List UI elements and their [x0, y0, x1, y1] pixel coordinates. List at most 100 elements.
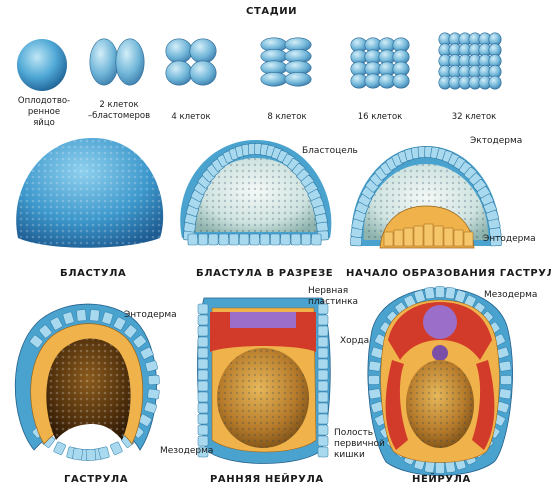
blastomere — [392, 73, 410, 89]
stage-label-gastrula: ГАСТРУЛА — [64, 474, 129, 485]
blastula — [16, 138, 164, 248]
cell — [300, 233, 312, 246]
cell — [489, 236, 502, 247]
cell — [85, 449, 96, 461]
label-entoderm-gastrula: Энтодерма — [124, 310, 177, 320]
cell — [368, 388, 381, 400]
cell — [249, 233, 260, 246]
blastula-section — [180, 140, 332, 246]
cell — [147, 388, 160, 400]
label-chord: Хорда — [340, 336, 370, 346]
entoderm-cell — [433, 225, 444, 247]
entoderm-cell — [423, 223, 434, 247]
cell — [270, 233, 281, 246]
cell — [197, 380, 209, 392]
cleavage-label-4: 4 клеток — [171, 112, 211, 122]
chord — [432, 345, 448, 361]
early-neurula — [197, 297, 331, 464]
cell — [147, 374, 160, 386]
cleavage-stage-2 — [89, 38, 145, 86]
cell — [311, 233, 322, 246]
cell — [317, 424, 329, 436]
cell — [197, 358, 209, 370]
cell — [140, 346, 154, 360]
gut-texture — [217, 348, 309, 448]
cell — [499, 360, 512, 372]
cell — [413, 289, 426, 303]
cell — [290, 233, 301, 246]
cell — [123, 324, 138, 339]
cell — [98, 446, 110, 460]
entoderm-cell — [443, 227, 454, 247]
cell — [101, 311, 114, 325]
blastomere — [115, 38, 145, 86]
cell — [317, 303, 329, 315]
gastrulation-start — [350, 146, 502, 249]
stage-label-blastula-section: БЛАСТУЛА В РАЗРЕЗЕ — [196, 268, 334, 279]
cell — [317, 402, 329, 414]
blastomere — [189, 38, 217, 64]
entoderm-cell — [453, 229, 464, 247]
label-gut-cavity: Полость первичной кишки — [334, 428, 385, 460]
mesoderm-left — [385, 360, 408, 450]
cell — [317, 314, 329, 326]
cell — [259, 233, 270, 246]
neurula — [367, 286, 513, 476]
label-blastocoel: Бластоцель — [302, 146, 358, 156]
cell — [132, 334, 147, 349]
cell — [317, 380, 329, 392]
cell — [368, 375, 380, 385]
cell — [239, 233, 250, 246]
cell — [197, 325, 209, 337]
gut-texture — [406, 360, 474, 448]
cell — [317, 369, 329, 381]
cell — [197, 435, 209, 447]
cleavage-label-2: 2 клеток –бластомеров — [87, 100, 151, 121]
cell — [228, 233, 239, 246]
cleavage-label-16: 16 клеток — [357, 112, 403, 122]
blastomere — [165, 60, 193, 86]
blastula-texture — [16, 138, 164, 248]
cell — [110, 441, 123, 455]
cell — [218, 233, 229, 246]
cell — [198, 233, 209, 246]
cell — [317, 347, 329, 359]
cell — [62, 311, 75, 325]
cell — [197, 336, 209, 348]
stage-label-gastrulation-start: НАЧАЛО ОБРАЗОВАНИЯ ГАСТРУЛЫ — [346, 268, 551, 279]
cell — [435, 462, 445, 474]
label-neural-plate: Нервная пластинка — [308, 286, 359, 307]
cell — [89, 309, 100, 322]
stage-label-blastula: БЛАСТУЛА — [60, 268, 127, 279]
cell — [317, 358, 329, 370]
cell — [424, 286, 436, 300]
cleavage-stage-16 — [350, 37, 410, 89]
cell — [500, 375, 512, 385]
cleavage-label-8: 8 клеток — [267, 112, 307, 122]
cell — [499, 388, 512, 400]
cell — [38, 324, 53, 339]
cell — [368, 360, 381, 372]
cell — [317, 413, 329, 425]
label-entoderm-top: Энтодерма — [483, 234, 536, 244]
cell — [444, 286, 456, 300]
label-mesoderm-neurula: Мезодерма — [484, 290, 538, 300]
cell — [53, 441, 66, 455]
blastomere — [260, 72, 288, 87]
cleavage-stage-4 — [165, 38, 217, 86]
neural-tube — [423, 305, 457, 339]
blastocoel-texture — [193, 158, 317, 232]
blastomere — [189, 60, 217, 86]
cleavage-label-1: Оплодотво- ренное яйцо — [17, 96, 71, 128]
cleavage-stage-8 — [260, 37, 312, 87]
entoderm-cell — [383, 231, 394, 247]
stage-label-neurula: НЕЙРУЛА — [412, 474, 471, 485]
cell — [113, 316, 126, 331]
cell — [208, 233, 219, 246]
blastomere — [165, 38, 193, 64]
cell — [76, 309, 87, 322]
cell — [72, 447, 84, 461]
cell — [317, 446, 329, 458]
